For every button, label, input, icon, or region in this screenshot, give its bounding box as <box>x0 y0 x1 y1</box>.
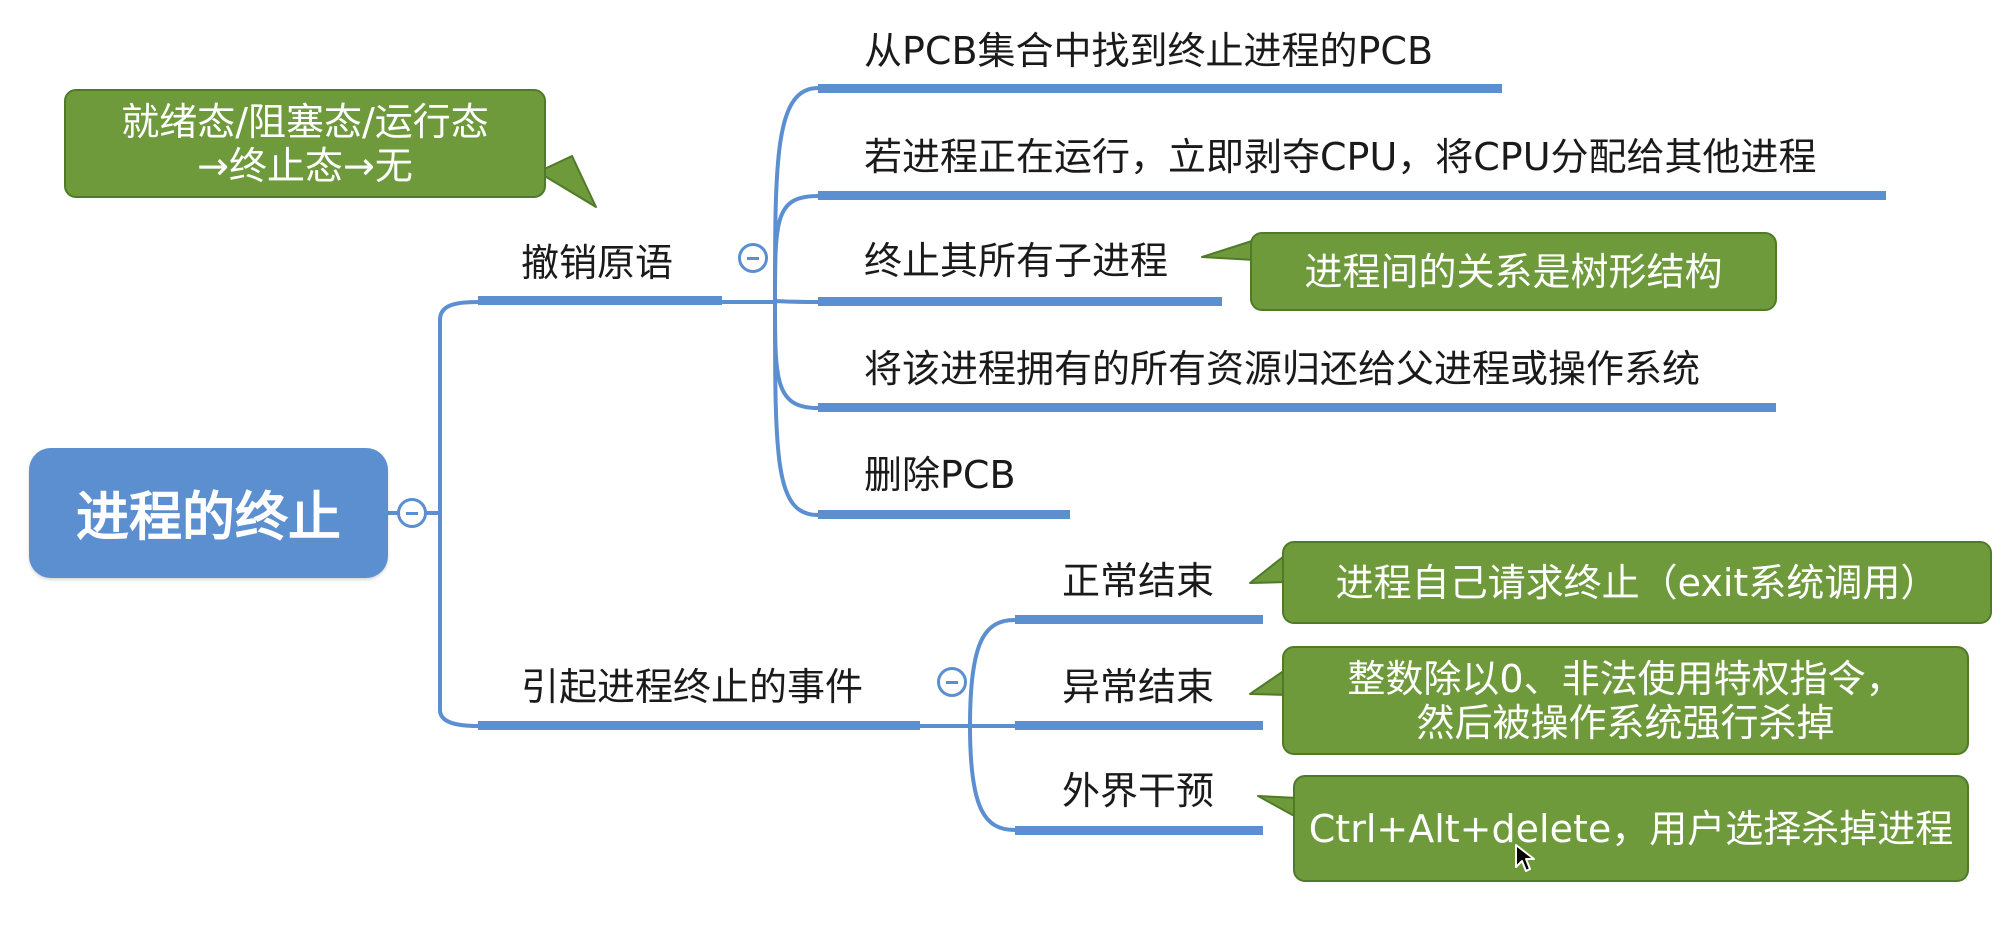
note-abnormal-detail-line1: 整数除以0、非法使用特权指令， <box>1347 656 1904 701</box>
note-state-transition-line1: 就绪态/阻塞态/运行态 <box>121 99 489 144</box>
note-exit-call: 进程自己请求终止（exit系统调用） <box>1282 541 1992 624</box>
subtopic-find-pcb[interactable]: 从PCB集合中找到终止进程的PCB <box>864 28 1433 74</box>
note-state-transition-line2: →终止态→无 <box>197 143 413 188</box>
subtopic-normal-end[interactable]: 正常结束 <box>1062 558 1214 604</box>
note-tree-structure-text: 进程间的关系是树形结构 <box>1304 249 1723 294</box>
branch-termination-events-label: 引起进程终止的事件 <box>521 665 864 709</box>
note-abnormal-detail: 整数除以0、非法使用特权指令， 然后被操作系统强行杀掉 <box>1282 646 1969 755</box>
mouse-pointer-icon <box>1515 844 1535 872</box>
root-collapse-icon[interactable] <box>397 498 427 528</box>
branch-revoke-primitive-label: 撤销原语 <box>521 241 674 285</box>
note-ctrl-alt-delete-text: Ctrl+Alt+delete，用户选择杀掉进程 <box>1308 806 1954 851</box>
root-topic[interactable]: 进程的终止 <box>29 448 388 578</box>
branch-termination-events[interactable]: 引起进程终止的事件 <box>521 664 863 710</box>
note-ctrl-alt-delete: Ctrl+Alt+delete，用户选择杀掉进程 <box>1293 775 1969 882</box>
note-exit-call-text: 进程自己请求终止（exit系统调用） <box>1335 560 1939 605</box>
subtopic-terminate-children-label: 终止其所有子进程 <box>864 239 1169 283</box>
branch-termination-events-collapse-icon[interactable] <box>937 667 967 697</box>
subtopic-normal-end-label: 正常结束 <box>1062 559 1215 603</box>
subtopic-return-resources-label: 将该进程拥有的所有资源归还给父进程或操作系统 <box>864 347 1701 391</box>
note-abnormal-detail-line2: 然后被操作系统强行杀掉 <box>1416 700 1835 745</box>
root-topic-label: 进程的终止 <box>76 487 341 548</box>
subtopic-delete-pcb-label: 删除PCB <box>864 453 1016 497</box>
note-tree-structure: 进程间的关系是树形结构 <box>1250 232 1777 311</box>
subtopic-abnormal-end[interactable]: 异常结束 <box>1062 664 1214 710</box>
subtopic-return-resources[interactable]: 将该进程拥有的所有资源归还给父进程或操作系统 <box>864 346 1700 392</box>
subtopic-abnormal-end-label: 异常结束 <box>1062 665 1215 709</box>
subtopic-preempt-cpu[interactable]: 若进程正在运行，立即剥夺CPU，将CPU分配给其他进程 <box>864 134 1817 180</box>
note-state-transition: 就绪态/阻塞态/运行态 →终止态→无 <box>64 89 546 198</box>
subtopic-preempt-cpu-label: 若进程正在运行，立即剥夺CPU，将CPU分配给其他进程 <box>864 135 1817 179</box>
subtopic-delete-pcb[interactable]: 删除PCB <box>864 452 1016 498</box>
subtopic-external-intervention-label: 外界干预 <box>1062 769 1215 813</box>
branch-revoke-primitive-collapse-icon[interactable] <box>738 243 768 273</box>
subtopic-find-pcb-label: 从PCB集合中找到终止进程的PCB <box>864 29 1434 73</box>
subtopic-terminate-children[interactable]: 终止其所有子进程 <box>864 238 1168 284</box>
branch-revoke-primitive[interactable]: 撤销原语 <box>521 240 673 286</box>
subtopic-external-intervention[interactable]: 外界干预 <box>1062 768 1214 814</box>
